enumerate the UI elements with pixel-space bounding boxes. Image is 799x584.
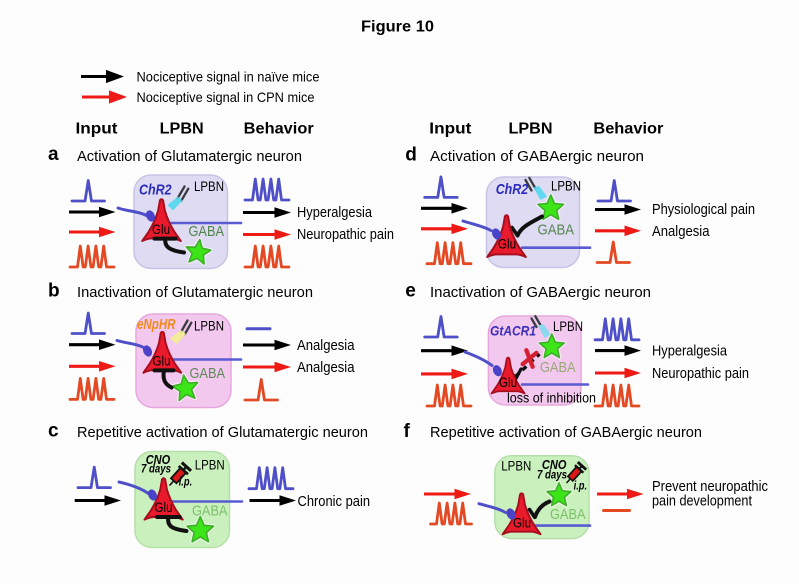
svg-text:Glu: Glu — [513, 516, 531, 531]
svg-text:Inactivation of GABAergic neur: Inactivation of GABAergic neuron — [430, 284, 651, 301]
svg-text:Hyperalgesia: Hyperalgesia — [652, 343, 728, 360]
svg-text:Behavior: Behavior — [593, 121, 663, 138]
svg-text:Repetitive activation of GABAe: Repetitive activation of GABAergic neuro… — [430, 424, 702, 441]
svg-text:LPBN: LPBN — [551, 179, 581, 194]
svg-text:Inactivation of Glutamatergic: Inactivation of Glutamatergic neuron — [77, 284, 313, 301]
svg-text:LPBN: LPBN — [553, 319, 583, 334]
svg-text:Input: Input — [429, 121, 472, 138]
svg-text:Chronic pain: Chronic pain — [298, 493, 371, 510]
svg-text:ChR2: ChR2 — [496, 181, 529, 198]
svg-text:Behavior: Behavior — [244, 121, 314, 138]
svg-text:GABA: GABA — [189, 223, 225, 240]
svg-text:eNpHR: eNpHR — [137, 317, 176, 333]
svg-text:GABA: GABA — [190, 365, 226, 382]
svg-text:Glu: Glu — [152, 222, 170, 237]
svg-text:GABA: GABA — [538, 222, 575, 239]
svg-text:a: a — [48, 144, 59, 165]
svg-text:Figure 10: Figure 10 — [361, 19, 434, 36]
svg-text:f: f — [404, 421, 411, 442]
svg-text:ChR2: ChR2 — [139, 182, 172, 199]
svg-text:pain development: pain development — [652, 493, 753, 510]
svg-text:LPBN: LPBN — [501, 459, 531, 474]
svg-text:LPBN: LPBN — [160, 121, 204, 138]
svg-text:Glu: Glu — [153, 354, 171, 369]
svg-text:Analgesia: Analgesia — [297, 359, 355, 376]
svg-text:Nociceptive signal in naïve mi: Nociceptive signal in naïve mice — [137, 69, 320, 85]
svg-text:Repetitive activation of Gluta: Repetitive activation of Glutamatergic n… — [77, 424, 368, 441]
svg-text:GABA: GABA — [540, 359, 576, 376]
svg-text:Activation of Glutamatergic ne: Activation of Glutamatergic neuron — [77, 148, 302, 165]
svg-text:i.p.: i.p. — [179, 477, 193, 489]
svg-text:Nociceptive signal in CPN mice: Nociceptive signal in CPN mice — [137, 89, 315, 105]
svg-text:e: e — [405, 281, 416, 302]
svg-text:LPBN: LPBN — [194, 179, 224, 194]
svg-text:Analgesia: Analgesia — [652, 223, 710, 240]
svg-text:Glu: Glu — [155, 500, 173, 515]
svg-text:LPBN: LPBN — [195, 458, 225, 473]
svg-text:b: b — [48, 281, 60, 302]
svg-text:c: c — [48, 421, 59, 442]
svg-text:Physiological pain: Physiological pain — [652, 201, 755, 218]
svg-text:7 days: 7 days — [537, 470, 567, 482]
svg-text:Activation of GABAergic neuron: Activation of GABAergic neuron — [430, 148, 644, 165]
svg-text:Input: Input — [76, 121, 119, 138]
svg-text:GABA: GABA — [192, 503, 228, 520]
svg-text:CNO: CNO — [542, 457, 567, 472]
svg-text:Glu: Glu — [499, 375, 517, 390]
svg-text:Neuropathic pain: Neuropathic pain — [297, 226, 394, 243]
svg-text:Analgesia: Analgesia — [297, 337, 355, 354]
svg-text:i.p.: i.p. — [574, 481, 588, 493]
svg-text:GABA: GABA — [550, 506, 586, 523]
svg-text:CNO: CNO — [146, 452, 171, 467]
svg-text:Prevent neuropathic: Prevent neuropathic — [652, 478, 768, 495]
svg-text:7 days: 7 days — [141, 464, 171, 476]
svg-text:GtACR1: GtACR1 — [490, 323, 536, 339]
svg-text:Glu: Glu — [498, 237, 516, 252]
svg-text:d: d — [405, 145, 417, 166]
svg-text:Hyperalgesia: Hyperalgesia — [297, 204, 373, 221]
svg-text:loss of inhibition: loss of inhibition — [507, 390, 596, 406]
svg-text:LPBN: LPBN — [509, 121, 553, 138]
svg-text:Neuropathic pain: Neuropathic pain — [652, 365, 749, 382]
svg-text:LPBN: LPBN — [194, 319, 224, 334]
